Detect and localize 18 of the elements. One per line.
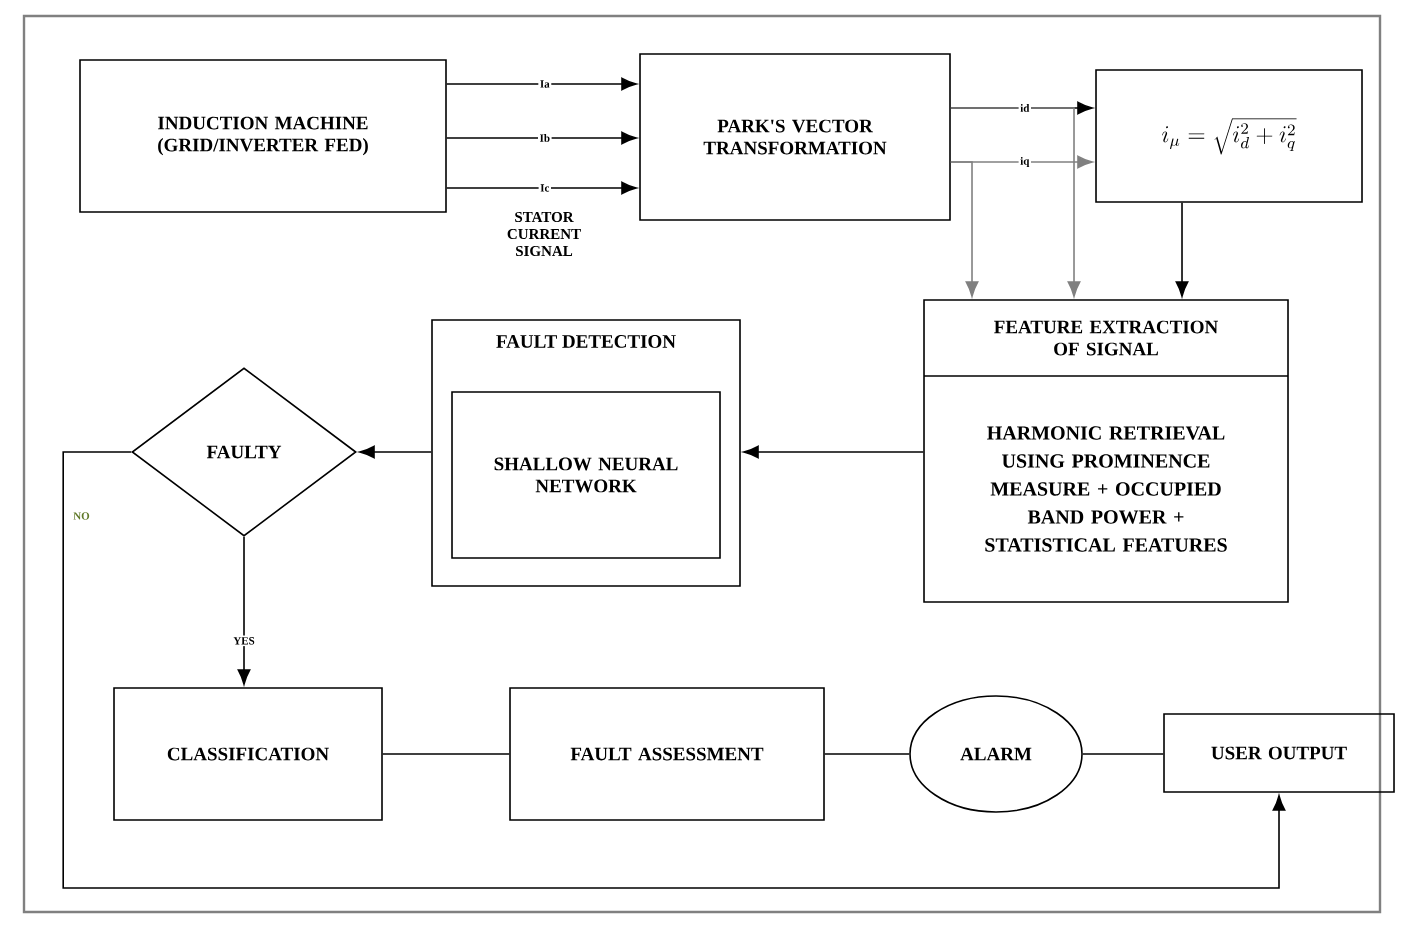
process-box: PARK'S VECTOR TRANSFORMATION bbox=[639, 53, 951, 221]
process-box: FAULT ASSESSMENT bbox=[509, 687, 825, 821]
arrow bbox=[743, 445, 924, 459]
arrow bbox=[950, 107, 1081, 297]
arrow bbox=[1175, 202, 1189, 297]
process-box: SHALLOW NEURAL NETWORK bbox=[451, 391, 721, 559]
arrow bbox=[446, 131, 637, 145]
arrow bbox=[62, 451, 1286, 889]
arrow bbox=[950, 161, 979, 297]
arrow bbox=[237, 536, 251, 685]
arrow bbox=[446, 181, 637, 195]
process-box: FEATURE EXTRACTION OF SIGNAL HARMONIC RETRIEVAL USING PROMINENCE MEASURE + OCCUPIED BAND POWER + STATISTICAL FEATURES bbox=[923, 299, 1289, 603]
arrow bbox=[446, 77, 637, 91]
process-box: CLASSIFICATION bbox=[113, 687, 383, 821]
formula-box: $i_\mu = \sqrt{i_d^2 + i_q^2}$ bbox=[1095, 69, 1363, 203]
arrow bbox=[359, 445, 432, 459]
process-box: INDUCTION MACHINE (GRID/INVERTER FED) bbox=[79, 59, 447, 213]
process-box: USER OUTPUT bbox=[1163, 713, 1395, 793]
